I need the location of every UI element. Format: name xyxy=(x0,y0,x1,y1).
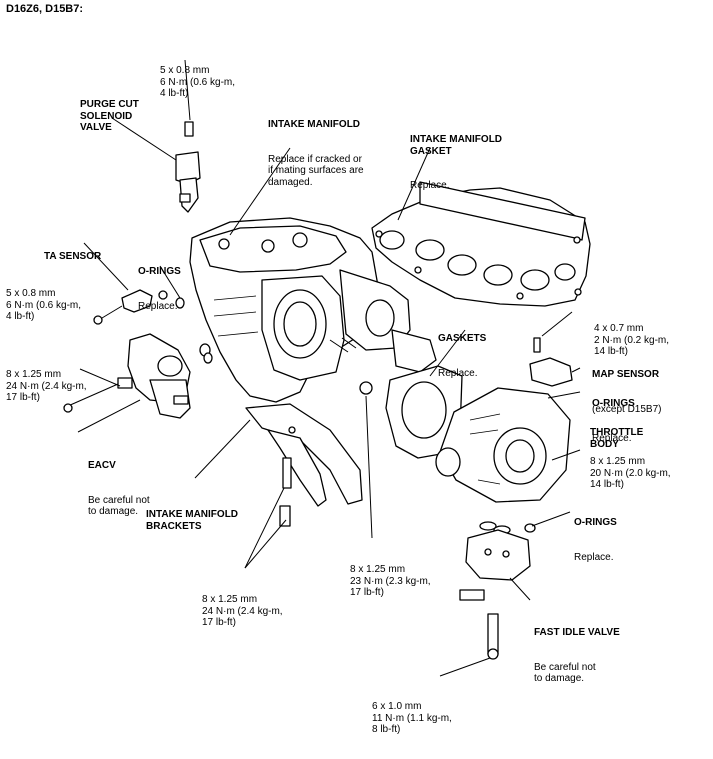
intake-manifold-gasket xyxy=(371,181,591,307)
exploded-view-drawing xyxy=(63,59,591,677)
intake-manifold-brackets xyxy=(245,403,363,527)
eacv-bolt-spec: 8 x 1.25 mm 24 N·m (2.4 kg-m, 17 lb-ft) xyxy=(6,369,87,403)
purge-cut-solenoid-valve xyxy=(175,121,201,213)
throttle-body-bolt-spec: 8 x 1.25 mm 20 N·m (2.0 kg-m, 14 lb-ft) xyxy=(590,456,671,490)
ta-sensor-label: TA SENSOR xyxy=(44,251,102,262)
gaskets-label: GASKETS Replace. xyxy=(438,333,487,379)
engine-code-header: D16Z6, D15B7: xyxy=(6,3,84,15)
ta-sensor xyxy=(93,289,168,325)
intake-manifold-gasket-label: INTAKE MANIFOLD GASKET Replace. xyxy=(410,134,503,191)
bracket-bolt-spec: 8 x 1.25 mm 24 N·m (2.4 kg-m, 17 lb-ft) xyxy=(202,594,283,628)
top-bolt-spec: 5 x 0.8 mm 6 N·m (0.6 kg-m, 4 lb-ft) xyxy=(160,65,236,99)
ta-sensor-bolt-spec: 5 x 0.8 mm 6 N·m (0.6 kg-m, 4 lb-ft) xyxy=(6,288,82,322)
fast-idle-valve-label: FAST IDLE VALVE Be careful not to damage… xyxy=(534,627,620,684)
map-sensor-bolt-spec: 4 x 0.7 mm 2 N·m (0.2 kg-m, 14 lb-ft) xyxy=(594,323,670,357)
center-nut-spec: 8 x 1.25 mm 23 N·m (2.3 kg-m, 17 lb-ft) xyxy=(350,564,431,598)
o-rings-label-2: O-RINGS Replace. xyxy=(592,398,635,444)
intake-manifold xyxy=(189,217,437,403)
intake-manifold-brackets-label: INTAKE MANIFOLD BRACKETS xyxy=(146,509,239,532)
eacv-label: EACV Be careful not to damage. xyxy=(88,460,150,517)
intake-manifold-label: INTAKE MANIFOLD Replace if cracked or if… xyxy=(268,119,364,188)
purge-cut-solenoid-valve-label: PURGE CUT SOLENOID VALVE xyxy=(80,99,139,133)
eacv xyxy=(63,333,191,419)
throttle-body-label: THROTTLE BODY xyxy=(590,427,644,450)
diagram-canvas: D16Z6, D15B7: 5 x 0.8 mm 6 N·m (0.6 kg-m… xyxy=(6,3,671,735)
bottom-bolt-spec: 6 x 1.0 mm 11 N·m (1.1 kg-m, 8 lb-ft) xyxy=(372,701,452,735)
throttle-body xyxy=(435,387,571,503)
fast-idle-valve xyxy=(459,529,531,660)
map-sensor-label: MAP SENSOR (except D15B7) xyxy=(592,369,662,415)
throttle-gaskets xyxy=(359,365,463,459)
o-rings-label-3: O-RINGS Replace. xyxy=(574,517,617,563)
leader-lines xyxy=(77,59,581,677)
o-rings-label-1: O-RINGS Replace. xyxy=(138,266,181,312)
o-rings-upper-left xyxy=(175,297,213,364)
